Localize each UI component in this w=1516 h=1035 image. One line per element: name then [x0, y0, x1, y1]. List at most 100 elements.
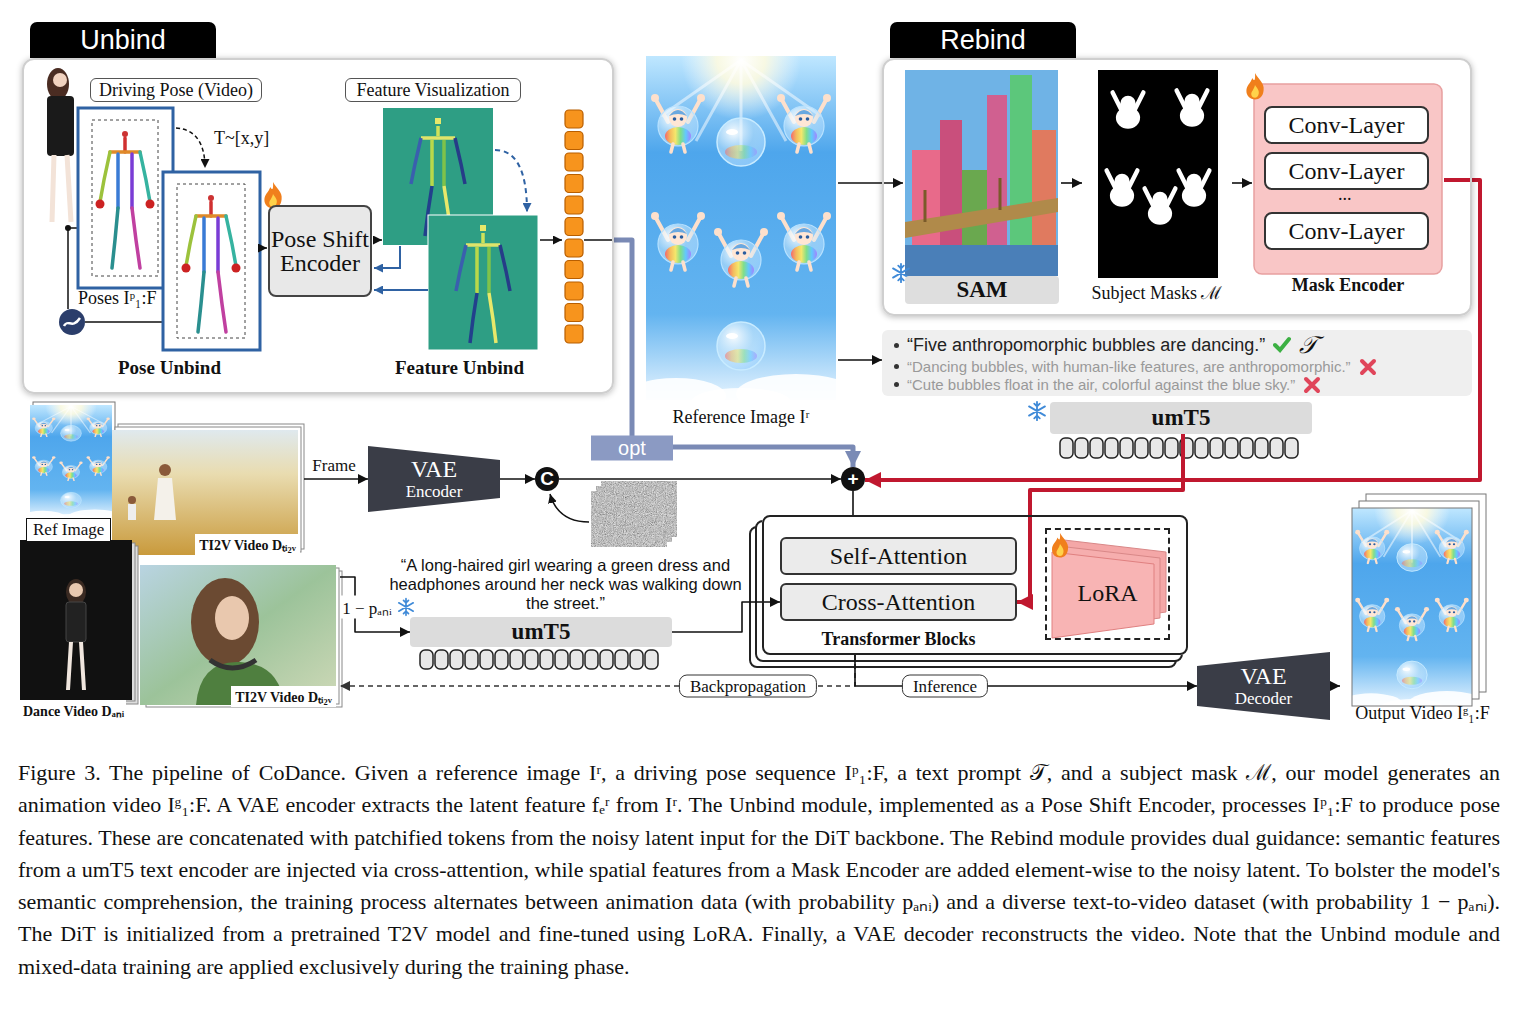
connector	[852, 491, 854, 515]
subject-mask-image	[1113, 92, 1144, 128]
dance-video-clip	[20, 540, 138, 704]
video-clip: TI2V Video Dₜᵢ₂ᵥ	[112, 420, 304, 558]
pose-frames	[176, 128, 205, 168]
transformer-block: Transformer BlocksSelf-AttentionCross-At…	[762, 515, 1188, 655]
bullet-dot	[894, 343, 899, 348]
feature-maps	[373, 239, 382, 241]
label-chip: Feature Visualization	[345, 78, 521, 102]
noise-latents	[550, 481, 677, 547]
frozen-snowflake	[1029, 402, 1045, 420]
vae-encoder: VAEEncoder	[368, 446, 500, 512]
node-text: TI2V Video Dₜᵢ₂ᵥ	[231, 686, 336, 707]
vae-decoder: VAEDecoder	[1197, 652, 1330, 720]
pose-token-column	[565, 196, 583, 214]
umt5-token-row	[450, 650, 463, 669]
pose-token-column	[565, 282, 583, 300]
ref-image-thumbnail	[21, 387, 120, 524]
text-encoder: umT5	[1050, 402, 1312, 434]
sam-module: SAM	[903, 70, 1061, 306]
pose-token-column	[565, 110, 583, 343]
dance-video-clip	[20, 540, 132, 700]
free-label: Poses Iᵖ₁:F	[78, 288, 156, 309]
node-text: TI2V Video Dₜᵢ₂ᵥ	[195, 534, 300, 555]
reference-image: Reference Image Iʳ	[644, 56, 838, 430]
prompt-text: “Five anthropomorphic bubbles are dancin…	[907, 335, 1265, 356]
dance-video-clip	[68, 642, 84, 690]
umt5-token-row	[1255, 438, 1268, 458]
figure-caption: Figure 3. The pipeline of CoDance. Given…	[18, 757, 1500, 983]
text-encoder: umT5	[410, 617, 672, 647]
umt5-token-row	[570, 650, 583, 669]
connector	[865, 180, 1480, 480]
node-text: Subject Masks ℳ	[1072, 280, 1242, 304]
pose-token-column	[565, 218, 583, 236]
pose-frames	[163, 172, 260, 350]
label-chip: Driving Pose (Video)	[90, 78, 262, 102]
node-text: Feature Visualization	[356, 80, 509, 101]
lora-adapter: LoRA	[1045, 528, 1170, 640]
pose-token-column	[565, 304, 583, 322]
dance-video-clip	[69, 583, 83, 597]
cross-mark	[1306, 379, 1318, 391]
node-text: Output Video Iᵍ₁:F	[1330, 703, 1515, 724]
umt5-token-row	[540, 650, 553, 669]
umt5-token-row	[645, 650, 658, 669]
node-text: Dance Video Dₐₙᵢ	[21, 700, 126, 721]
umt5-token-row	[1060, 438, 1298, 458]
umt5-token-row	[1105, 438, 1118, 458]
sam-city-image	[1010, 75, 1032, 250]
subject-mask-image	[1145, 188, 1176, 224]
trapezoid-shape	[368, 446, 500, 512]
bullet-dot	[894, 364, 899, 369]
subject-mask-image	[1098, 70, 1218, 278]
subject-mask-image	[1177, 90, 1208, 126]
sam-city-image	[987, 95, 1007, 250]
ti2v-video-clip	[215, 596, 249, 640]
umt5-token-row	[1285, 438, 1298, 458]
feature-maps	[374, 246, 400, 268]
driving-video-person	[53, 73, 67, 87]
umt5-token-row	[420, 650, 658, 669]
prompt-text: “Cute bubbles float in the air, colorful…	[907, 376, 1295, 393]
node-text: Driving Pose (Video)	[99, 80, 253, 101]
umt5-token-row	[1210, 438, 1223, 458]
node-text: Encoder	[406, 483, 463, 501]
sam-city-image	[905, 245, 1058, 276]
cross-mark	[1362, 361, 1374, 373]
pose-frames	[96, 131, 155, 268]
trainable-flame	[1246, 73, 1263, 99]
connector	[1061, 182, 1082, 184]
pose-token-column	[565, 239, 583, 257]
sum-circle: +	[841, 467, 865, 491]
umt5-token-row	[495, 650, 508, 669]
cross-icon	[1359, 358, 1377, 376]
node-text: Reference Image Iʳ	[634, 407, 848, 428]
driving-video-person	[47, 68, 69, 100]
sam-city-image	[925, 178, 1000, 222]
driving-video-person	[47, 96, 74, 156]
encoder-box: Pose Shift Encoder	[268, 205, 372, 297]
pose-frames	[177, 184, 245, 338]
node-text: Rebind	[890, 22, 1076, 58]
ti2v-video-clip	[140, 565, 342, 707]
feature-maps	[428, 215, 538, 350]
umt5-token-row	[1120, 438, 1133, 458]
feature-maps	[374, 289, 428, 291]
umt5-token-row	[1135, 438, 1148, 458]
edge-label: opt	[591, 436, 673, 461]
subject-mask-image	[1098, 70, 1218, 278]
umt5-token-row	[510, 650, 523, 669]
ti2v-video-clip	[210, 660, 256, 668]
umt5-token-row	[1240, 438, 1253, 458]
node-text: LoRA	[1047, 580, 1168, 607]
attention-box: Cross-Attention	[780, 583, 1017, 621]
dance-video-clip	[66, 602, 86, 642]
trainable-flame	[1052, 533, 1068, 558]
frozen-snowflake	[399, 599, 414, 616]
free-label: ...	[1338, 184, 1352, 205]
output-video-frames	[1339, 476, 1486, 715]
connector	[1017, 434, 1183, 602]
node-text: Conv-Layer	[1289, 218, 1405, 245]
node-text: C	[540, 468, 554, 490]
node-text: Conv-Layer	[1289, 112, 1405, 139]
